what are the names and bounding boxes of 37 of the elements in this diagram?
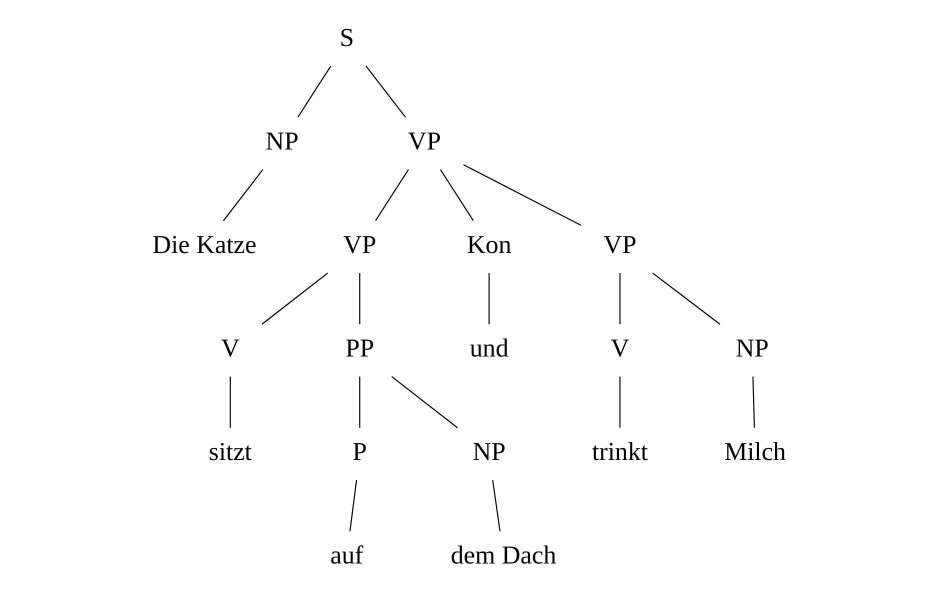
connector (492, 480, 500, 532)
connector (652, 272, 720, 325)
connector (752, 376, 754, 428)
node-text: VP (602, 230, 636, 260)
node-text: trinkt (591, 437, 648, 466)
connector (462, 164, 581, 226)
node-text: NP (735, 334, 768, 363)
node-text: sitzt (208, 437, 252, 466)
node-text: P (352, 437, 366, 466)
node-text: NP (265, 126, 298, 156)
node-text: V (220, 334, 240, 363)
node-text: V (610, 334, 629, 363)
node-text: und (469, 334, 508, 363)
connector (222, 169, 263, 222)
connector (390, 376, 458, 428)
connector (296, 66, 331, 118)
connector (348, 480, 357, 532)
node-text: PP (344, 334, 374, 363)
node-text: Die Katze (152, 230, 256, 260)
connector (261, 272, 328, 325)
node-text: VP (407, 126, 440, 156)
node-text: dem Dach (450, 540, 556, 570)
node-text: Kon (466, 230, 511, 260)
connector (618, 376, 620, 428)
connector (488, 273, 490, 324)
node-text: VP (342, 230, 376, 260)
connector (358, 376, 360, 428)
connector (439, 169, 474, 222)
connector (229, 376, 230, 428)
node-text: NP (472, 437, 506, 466)
connector (365, 66, 406, 118)
connector (374, 169, 408, 222)
connector (618, 273, 620, 324)
node-text: auf (330, 540, 363, 570)
connector (358, 273, 360, 324)
node-text: Milch (724, 437, 786, 466)
node-text: S (339, 23, 354, 52)
